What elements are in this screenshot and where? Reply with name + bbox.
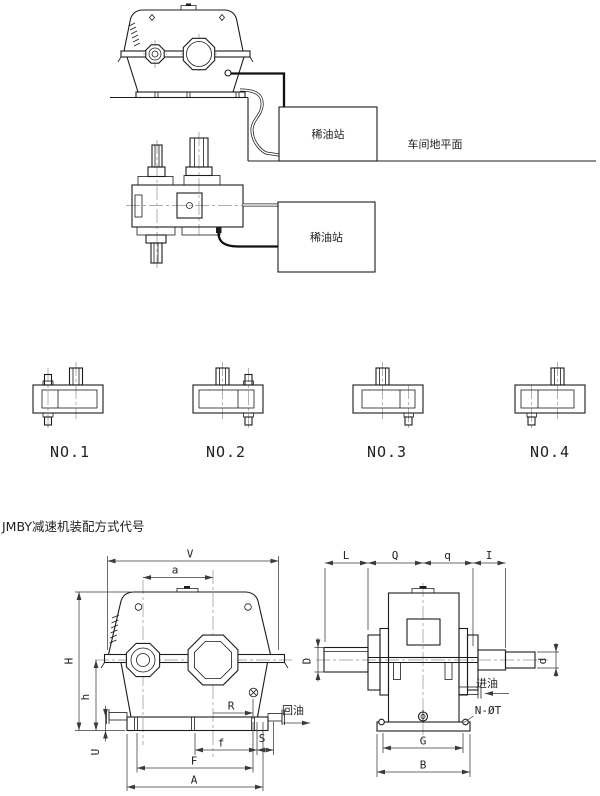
assembly-code-no4: NO.4 — [514, 362, 586, 461]
bolt-holes-leader — [463, 715, 474, 723]
assembly-code-label-3: NO.3 — [367, 443, 407, 461]
assembly-code-no2: NO.2 — [192, 362, 264, 461]
dimensioned-side-view: L Q q I D d G B 进油 N-ØT — [301, 549, 559, 777]
dim-label-V: V — [187, 548, 194, 561]
oil-station-tank-plan — [277, 201, 376, 273]
dim-label-L: L — [343, 549, 350, 562]
gearbox-front-dimensioned — [100, 586, 289, 732]
gearbox-side-dimensioned — [323, 586, 536, 732]
bolt-holes-label: N-ØT — [475, 704, 502, 717]
installation-plan-view: 稀油站 — [126, 132, 376, 273]
dim-label-U: U — [89, 749, 102, 756]
oil-return-label: 回油 — [282, 703, 304, 717]
dim-label-h: h — [79, 694, 92, 701]
assembly-code-label-1: NO.1 — [50, 443, 90, 461]
dim-label-B: B — [420, 759, 427, 772]
oil-return-stub — [267, 713, 283, 722]
dim-label-G: G — [420, 735, 427, 748]
dim-label-D: D — [301, 658, 314, 665]
gearbox-front — [117, 3, 254, 99]
oil-station-tank — [278, 106, 378, 162]
oil-pipe-drain — [217, 232, 278, 248]
dimensioned-front-view: V a H h U R f S F A 回油 — [63, 548, 310, 791]
input-shaft-side — [323, 646, 369, 673]
assembly-code-no1: NO.1 — [32, 362, 104, 461]
dim-label-R: R — [228, 700, 235, 713]
dim-label-I: I — [486, 549, 493, 562]
section-title: JMBY减速机装配方式代号 — [1, 519, 145, 534]
assembly-code-label-2: NO.2 — [206, 443, 246, 461]
dim-label-S: S — [259, 732, 266, 745]
output-shaft-plan — [189, 137, 209, 168]
dim-label-F: F — [191, 755, 198, 768]
dim-label-q: q — [444, 549, 451, 562]
oil-inlet-label: 进油 — [476, 676, 498, 690]
dim-label-d: d — [536, 658, 549, 665]
installation-front-view: 稀油站 车间地平面 — [110, 3, 596, 162]
assembly-code-no3: NO.3 — [352, 362, 424, 461]
assembly-code-label-4: NO.4 — [530, 443, 570, 461]
floor-level-label: 车间地平面 — [408, 137, 463, 151]
oil-pipe-return-hose — [239, 88, 280, 157]
oil-pipe-pressure — [231, 72, 286, 107]
dim-label-f: f — [218, 737, 225, 750]
input-shaft-plan — [151, 144, 163, 168]
oil-station-label-plan: 稀油站 — [310, 230, 343, 244]
dim-label-A: A — [191, 774, 198, 787]
oil-station-label: 稀油站 — [312, 127, 345, 141]
dim-label-a: a — [172, 564, 179, 577]
oil-outlet-port — [224, 69, 232, 77]
dim-label-Q: Q — [392, 549, 399, 562]
dim-label-H: H — [63, 658, 76, 665]
